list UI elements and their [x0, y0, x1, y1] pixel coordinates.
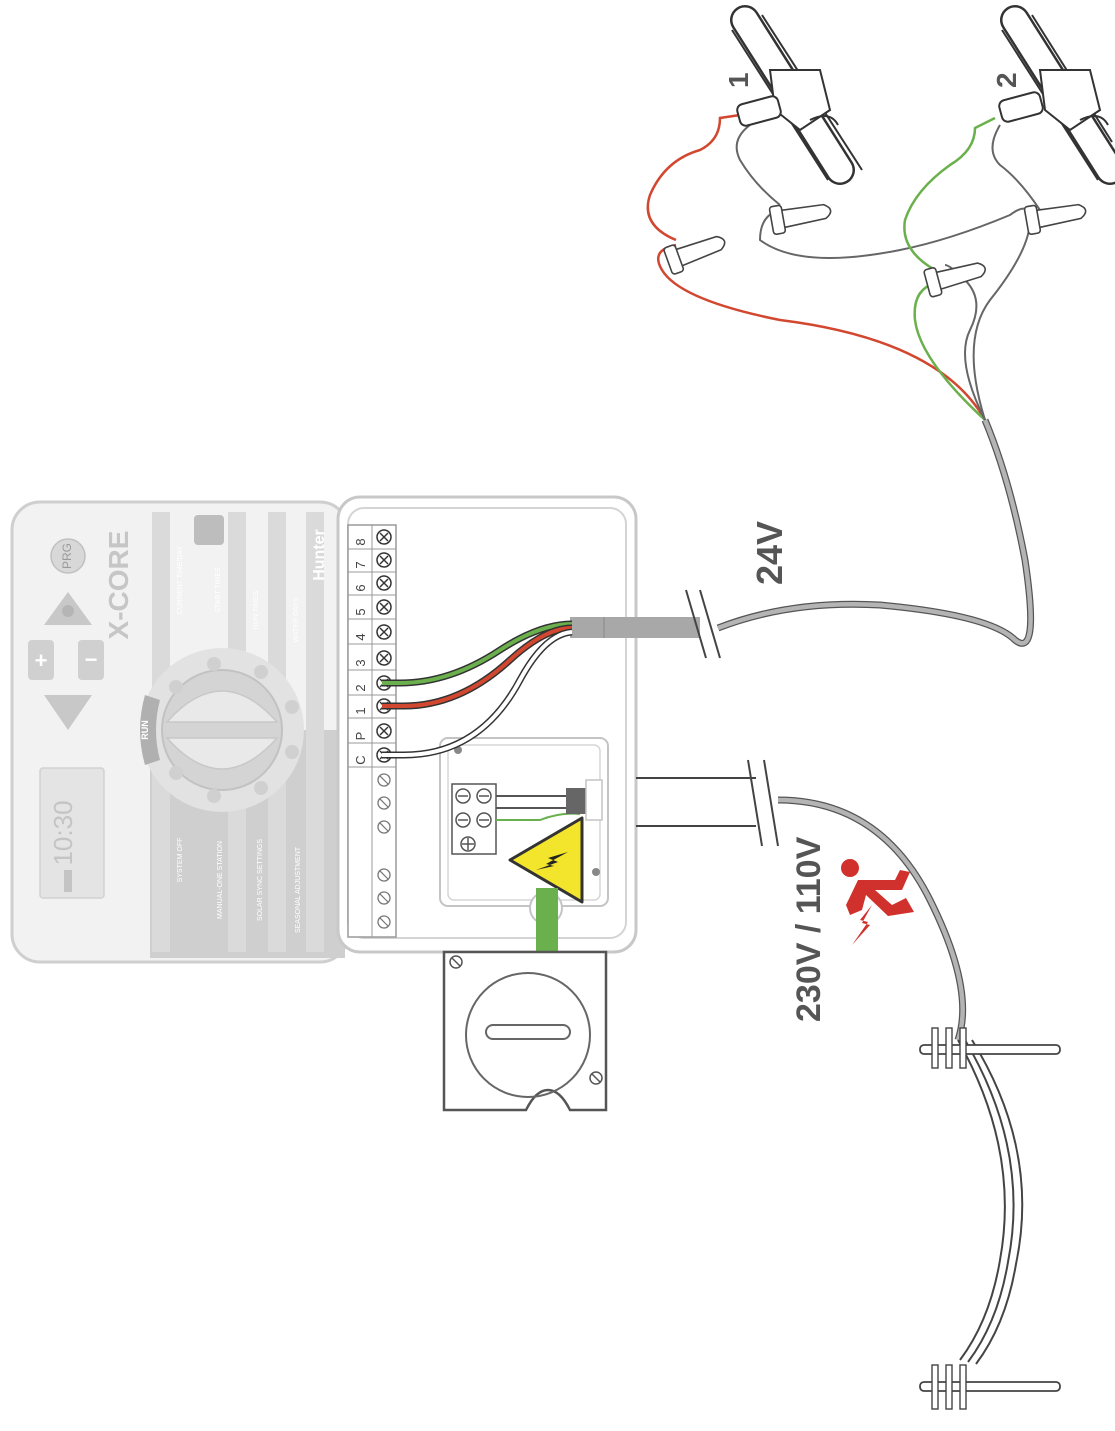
dial-label-system-off: SYSTEM OFF — [177, 838, 184, 883]
terminal-screw-7 — [376, 552, 392, 568]
prg-button-label: PRG — [60, 543, 74, 569]
wire-nut-icon — [768, 203, 832, 236]
utility-pole-top — [919, 1027, 1061, 1069]
terminal-label-p: P — [353, 732, 368, 741]
mains-screw-4 — [476, 812, 492, 828]
low-voltage-wires — [382, 620, 573, 759]
programming-dial[interactable]: RUN — [140, 648, 304, 812]
down-arrow-button-icon[interactable] — [44, 695, 92, 730]
terminal-label-c: C — [353, 755, 368, 764]
plus-button[interactable] — [28, 640, 54, 680]
valve-1-label: 1 — [723, 72, 754, 88]
hand-icon — [62, 605, 74, 617]
screw-icon — [449, 955, 463, 969]
prg-button[interactable] — [50, 538, 86, 574]
terminal-screw-6 — [376, 575, 392, 591]
valve-2-label: 2 — [991, 72, 1022, 88]
mains-voltage-label: 230V / 110V — [790, 836, 828, 1022]
low-voltage-label: 24V — [749, 521, 790, 585]
warning-high-voltage-icon — [508, 816, 584, 904]
dial-run-label: RUN — [140, 720, 150, 740]
mains-cable — [777, 796, 1024, 1365]
mains-screw-2 — [476, 788, 492, 804]
terminal-label-5: 5 — [353, 608, 368, 615]
terminal-strip: C P 1 2 3 4 5 6 7 8 — [348, 529, 396, 929]
wire-nut-icon — [1023, 203, 1087, 236]
terminal-screw-8 — [376, 529, 392, 545]
controller-buttons: PRG + − — [28, 538, 104, 730]
dial-label-start-times: START TIMES — [215, 567, 222, 613]
valve-2 — [998, 5, 1115, 185]
dial-label-current-time: CURRENT TIME/DAY — [177, 545, 184, 614]
maker-logo: Hunter — [311, 529, 328, 581]
terminal-screw-4 — [376, 624, 392, 640]
dial-label-run-times: RUN TIMES — [253, 590, 260, 629]
dial-label-water-days: WATER DAYS — [293, 597, 300, 642]
valve-1 — [730, 5, 863, 185]
screw-icon — [377, 868, 391, 882]
mains-screw-3 — [455, 812, 471, 828]
mains-screw-1 — [455, 788, 471, 804]
screw-icon — [377, 773, 391, 787]
terminal-label-4: 4 — [353, 633, 368, 640]
lcd-display: 10:30 — [39, 767, 105, 899]
screw-icon — [589, 1071, 603, 1085]
utility-pole-bottom — [919, 1364, 1061, 1410]
access-cover — [442, 950, 608, 1112]
electrocution-danger-icon — [841, 859, 914, 945]
valve-wires — [646, 113, 1041, 421]
terminal-screw-3 — [376, 650, 392, 666]
minus-button[interactable] — [78, 640, 104, 680]
screw-icon — [377, 891, 391, 905]
dial-position-labels: CURRENT TIME/DAY START TIMES RUN TIMES W… — [177, 545, 302, 933]
terminal-label-2: 2 — [353, 684, 368, 691]
terminal-label-7: 7 — [353, 561, 368, 568]
terminal-label-6: 6 — [353, 584, 368, 591]
dial-label-manual-one-station: MANUAL-ONE STATION — [217, 841, 224, 919]
wire-nuts — [663, 203, 1087, 298]
low-voltage-conduit — [570, 589, 721, 659]
screw-icon — [377, 915, 391, 929]
terminal-screw-p — [376, 723, 392, 739]
dial-label-solar-sync: SOLAR SYNC SETTINGS — [257, 839, 264, 921]
screw-icon — [377, 820, 391, 834]
display-time: 10:30 — [48, 800, 78, 865]
terminal-label-8: 8 — [353, 538, 368, 545]
screw-icon — [377, 796, 391, 810]
plus-button-label: + — [35, 648, 48, 673]
ground-terminal-icon — [460, 836, 476, 852]
minus-button-label: − — [85, 647, 98, 672]
wire-nut-icon — [923, 262, 987, 298]
dial-label-seasonal-adjustment: SEASONAL ADJUSTMENT — [295, 846, 302, 933]
model-name: X-CORE — [103, 531, 134, 640]
terminal-label-1: 1 — [353, 707, 368, 714]
mains-conduit — [636, 759, 779, 847]
terminal-screw-5 — [376, 599, 392, 615]
terminal-label-3: 3 — [353, 659, 368, 666]
valve-cable — [716, 418, 1035, 647]
wire-nut-icon — [663, 235, 726, 275]
